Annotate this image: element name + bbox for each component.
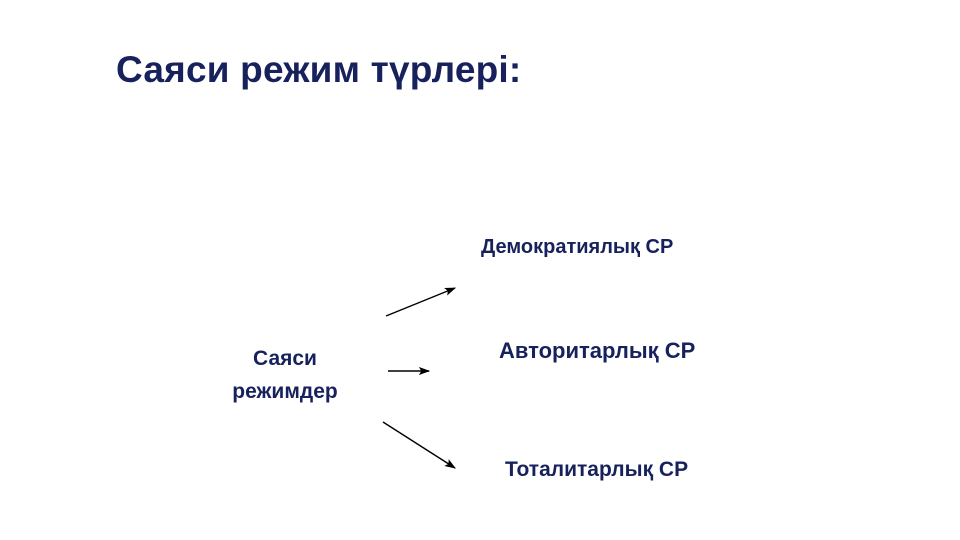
diagram-node-source-line2: режимдер [232,380,338,404]
diagram-node-authoritarian: Авторитарлық СР [499,338,696,363]
diagram-node-democratic: Демократиялық СР [481,236,674,258]
diagram-node-totalitarian: Тоталитарлық СР [505,458,689,481]
diagram-node-source-line1: Саяси [253,347,317,370]
page-title: Саяси режим түрлері: [116,49,522,90]
diagram-node-source: Саяси режимдер [185,342,385,408]
arrow-down-right-icon [382,421,456,469]
arrow-up-right-icon [385,287,457,317]
